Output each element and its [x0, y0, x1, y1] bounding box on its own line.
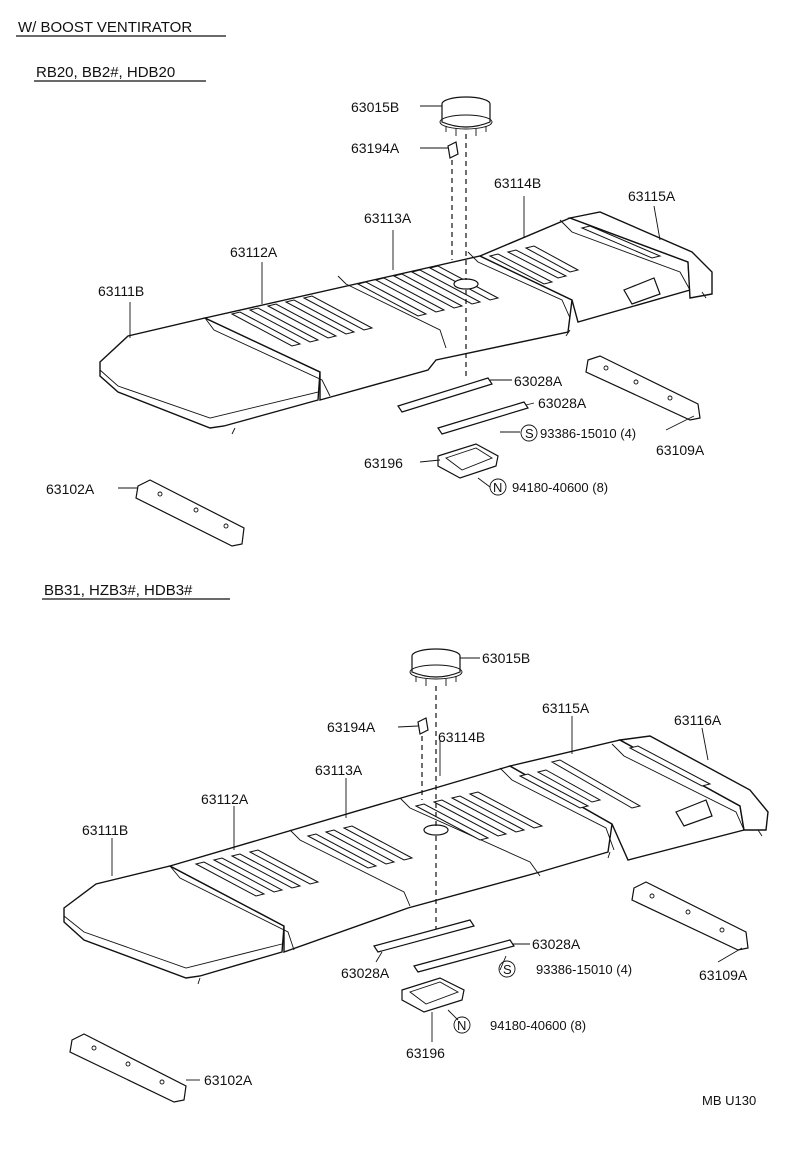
clip-top [447, 141, 459, 159]
roof-ribs-bottom [194, 745, 712, 897]
label-63111B-bottom: 63111B [82, 822, 128, 838]
catalog-code: MB U130 [702, 1093, 756, 1108]
label-63112A-bottom: 63112A [201, 791, 249, 807]
vent-opening-bottom [423, 824, 449, 836]
roof-panel-end [567, 211, 713, 299]
bracket-front-bottom [69, 1033, 187, 1103]
label-63102A-bottom: 63102A [204, 1072, 253, 1088]
label-63111B-top: 63111B [98, 283, 144, 299]
label-63114B-bottom: 63114B [438, 729, 485, 745]
top-section-heading: RB20, BB2#, HDB20 [36, 64, 175, 81]
bracket-side-bottom [631, 881, 749, 951]
label-nut-top: 94180-40600 (8) [512, 480, 608, 495]
label-63015B-bottom: 63015B [482, 650, 530, 666]
bottom-section-heading: BB31, HZB3#, HDB3# [44, 582, 193, 599]
label-63194A-top: 63194A [351, 140, 400, 156]
label-63028A-1-bottom: 63028A [532, 936, 581, 952]
label-63028A-1-top: 63028A [514, 373, 563, 389]
ventilator-ring-bottom [409, 648, 463, 686]
nut-symbol-top: N [493, 480, 502, 495]
screw-symbol-circle-top [520, 424, 538, 442]
rail-lower-top [437, 401, 529, 435]
screw-symbol-top: S [525, 426, 534, 441]
vent-opening-top [453, 278, 479, 290]
screw-symbol-bottom: S [503, 962, 512, 977]
label-63109A-bottom: 63109A [699, 967, 748, 983]
nut-symbol-circle-top [489, 478, 507, 496]
label-63102A-top: 63102A [46, 481, 95, 497]
roof-ribs-top [230, 225, 662, 347]
roof-panel-assembly-top [99, 211, 713, 435]
label-63109A-top: 63109A [656, 442, 705, 458]
ventilator-ring-top [439, 96, 493, 136]
label-63015B-top: 63015B [351, 99, 399, 115]
tray-top [437, 443, 499, 479]
label-63116A-bottom: 63116A [674, 712, 722, 728]
rail-upper-bottom [373, 919, 475, 953]
roof-panel-front [99, 317, 321, 429]
label-63194A-bottom: 63194A [327, 719, 376, 735]
label-63115A-top: 63115A [628, 188, 676, 204]
label-63112A-top: 63112A [230, 244, 278, 260]
label-63113A-top: 63113A [364, 210, 412, 226]
label-screw-bottom: 93386-15010 (4) [536, 962, 632, 977]
bracket-front-top [135, 479, 245, 547]
clip-bottom [417, 717, 429, 735]
screw-symbol-circle-bottom [498, 960, 516, 978]
top-section: RB20, BB2#, HDB20 [34, 64, 713, 547]
label-63196-bottom: 63196 [406, 1045, 445, 1061]
diagram-title: W/ BOOST VENTIRATOR [18, 19, 192, 36]
tray-bottom [401, 977, 465, 1013]
label-63113A-bottom: 63113A [315, 762, 363, 778]
bracket-side-top [585, 355, 701, 421]
rail-lower-bottom [413, 939, 515, 973]
label-nut-bottom: 94180-40600 (8) [490, 1018, 586, 1033]
label-63028A-2-bottom: 63028A [341, 965, 390, 981]
bottom-section: BB31, HZB3#, HDB3# [42, 582, 769, 1103]
roof-panel-front-bottom [63, 865, 285, 979]
label-screw-top: 93386-15010 (4) [540, 426, 636, 441]
label-63028A-2-top: 63028A [538, 395, 587, 411]
nut-symbol-bottom: N [457, 1018, 466, 1033]
rail-upper-top [397, 377, 493, 413]
label-63115A-bottom: 63115A [542, 700, 590, 716]
label-63196-top: 63196 [364, 455, 403, 471]
label-63114B-top: 63114B [494, 175, 541, 191]
roof-panel-assembly-bottom [63, 735, 769, 985]
nut-symbol-circle-bottom [453, 1016, 471, 1034]
